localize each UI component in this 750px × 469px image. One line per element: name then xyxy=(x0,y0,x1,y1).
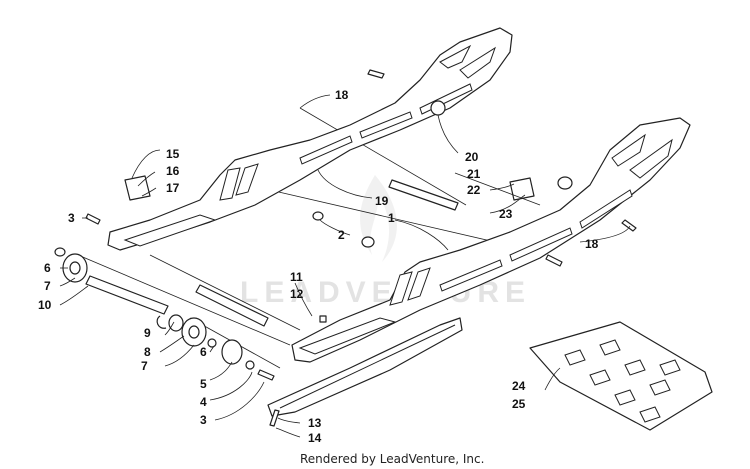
callout-2: 2 xyxy=(338,228,345,242)
callout-18-top: 18 xyxy=(335,88,349,102)
callout-17: 17 xyxy=(166,181,180,195)
cross-shafts xyxy=(85,100,573,327)
bumpers xyxy=(124,175,535,201)
callout-16: 16 xyxy=(166,164,180,178)
callout-11: 11 xyxy=(290,270,303,284)
callout-22: 22 xyxy=(467,183,481,197)
callout-9: 9 xyxy=(144,326,151,340)
callout-13: 13 xyxy=(308,416,322,430)
right-rail xyxy=(291,117,691,363)
callout-19: 19 xyxy=(375,194,389,208)
callout-4: 4 xyxy=(200,395,207,409)
callout-20: 20 xyxy=(465,150,479,164)
callout-3-upper: 3 xyxy=(68,211,75,225)
callout-7-left: 7 xyxy=(44,279,51,293)
callout-5: 5 xyxy=(200,377,207,391)
callout-18-right: 18 xyxy=(585,237,599,251)
bolts xyxy=(85,69,637,427)
track-clip-assembly xyxy=(529,321,713,431)
wear-strip xyxy=(267,317,463,417)
callout-7-right: 7 xyxy=(141,359,148,373)
callout-3-lower: 3 xyxy=(200,413,207,427)
callout-12: 12 xyxy=(290,287,304,301)
render-credit: Rendered by LeadVenture, Inc. xyxy=(300,452,484,466)
callout-15: 15 xyxy=(166,147,180,161)
leader-lines xyxy=(59,94,631,438)
left-rail xyxy=(107,27,513,251)
callout-6-right: 6 xyxy=(200,345,207,359)
idler-wheels xyxy=(54,247,255,370)
callout-23: 23 xyxy=(499,207,513,221)
callout-25: 25 xyxy=(512,397,526,411)
callout-6-left: 6 xyxy=(44,261,51,275)
callout-8: 8 xyxy=(144,345,151,359)
callout-24: 24 xyxy=(512,379,526,393)
callout-21: 21 xyxy=(467,167,481,181)
callout-1: 1 xyxy=(388,211,395,225)
callout-14: 14 xyxy=(308,431,322,445)
callout-10: 10 xyxy=(38,298,52,312)
